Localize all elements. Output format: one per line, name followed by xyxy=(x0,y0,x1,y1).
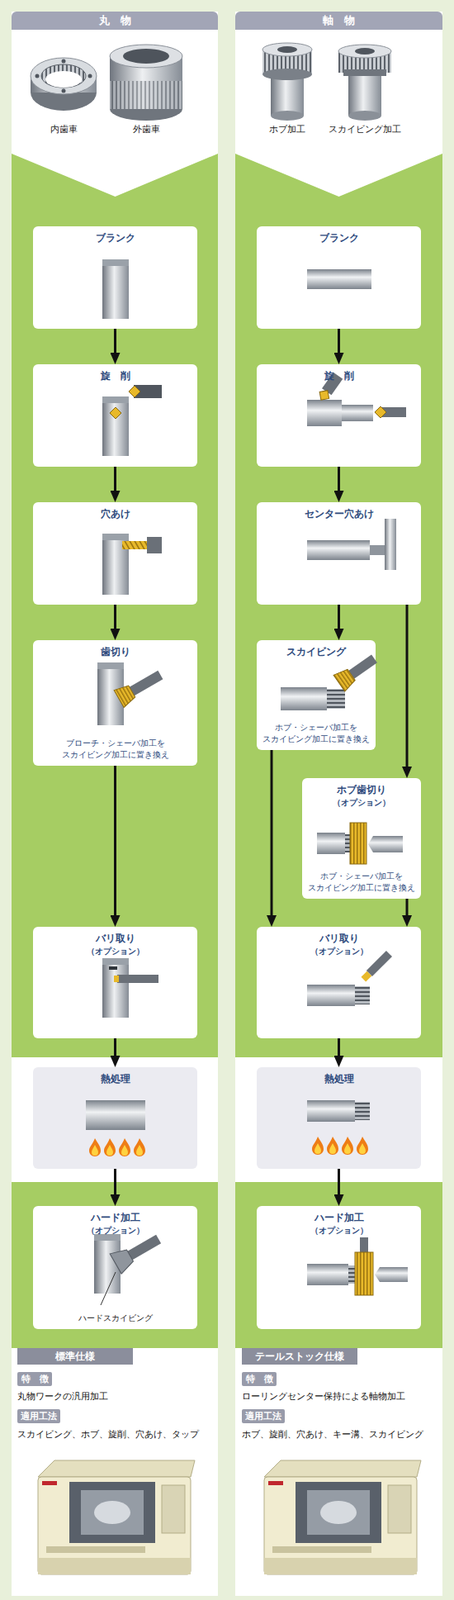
column-header: 丸 物 xyxy=(11,11,218,30)
node-title: 穴あけ xyxy=(100,507,131,521)
flow-arrow xyxy=(337,604,341,632)
blank-ring-picture xyxy=(102,259,129,319)
spec-tab: 標準仕様 xyxy=(17,1347,133,1364)
column-header: 軸 物 xyxy=(235,11,443,30)
skived-shaft-picture xyxy=(338,44,392,121)
feature-text: 丸物ワークの汎用加工 xyxy=(17,1390,109,1401)
drilling-picture xyxy=(102,533,162,595)
flow-arrow xyxy=(406,604,409,770)
flow-arrow xyxy=(337,328,341,356)
node-title: 適用工法 xyxy=(20,1409,57,1422)
node-title: 旋 削 xyxy=(100,369,131,384)
node-title: 特 徴 xyxy=(21,1371,49,1385)
turning-picture xyxy=(102,384,162,456)
flow-arrow xyxy=(406,898,409,918)
node-text: （オプション） xyxy=(86,945,145,956)
node-text: （オプション） xyxy=(310,945,369,956)
node-title: 歯切り xyxy=(100,645,131,659)
turning-picture xyxy=(307,372,407,426)
green-band xyxy=(11,1181,218,1348)
deburring-picture xyxy=(307,950,393,1006)
node-title: 適用工法 xyxy=(245,1409,282,1422)
node-title: 熱処理 xyxy=(100,1072,131,1086)
spec-tag: 適用工法 xyxy=(241,1408,285,1423)
part-label: 内歯車 xyxy=(50,123,78,135)
skiving-picture xyxy=(280,650,380,710)
center-drilling-picture xyxy=(307,518,397,570)
gear-cutting-picture xyxy=(97,662,166,725)
part-label: 外歯車 xyxy=(132,123,161,135)
node-title: テールストック仕様 xyxy=(255,1348,345,1363)
heat-treat-picture xyxy=(85,1099,146,1156)
column-panel xyxy=(235,11,443,1595)
node-title: 丸 物 xyxy=(99,13,132,29)
spec-tag: 特 徴 xyxy=(17,1371,53,1386)
hard-skiving-picture xyxy=(94,1228,165,1305)
hobbing-picture xyxy=(316,822,403,864)
flow-arrow xyxy=(270,749,274,918)
internal-gear-picture xyxy=(30,57,97,111)
flow-arrow xyxy=(337,1168,341,1197)
method-text: ホブ、旋削、穴あけ、キー溝、スカイビング xyxy=(241,1428,424,1439)
node-title: ハード加工 xyxy=(314,1210,365,1225)
flow-arrow xyxy=(113,604,117,632)
part-label: スカイビング加工 xyxy=(328,123,402,135)
flow-arrow xyxy=(337,1037,341,1059)
node-text: ホブ・シェーバ加工を スカイビング加工に置き換え xyxy=(305,870,418,893)
node-title: スカイビング xyxy=(286,645,346,659)
green-band xyxy=(235,1181,443,1348)
flow-arrow xyxy=(113,328,117,356)
spec-tab: テールストック仕様 xyxy=(241,1347,358,1364)
green-band xyxy=(11,153,218,1057)
node-title: ホブ歯切り xyxy=(336,783,387,797)
spec-tag: 特 徴 xyxy=(241,1371,277,1386)
node-title: バリ取り xyxy=(95,931,136,946)
node-title: ハード加工 xyxy=(90,1210,141,1225)
node-title: 特 徴 xyxy=(245,1371,274,1385)
node-text: （オプション） xyxy=(332,796,391,808)
flow-arrow xyxy=(337,466,341,494)
green-band xyxy=(235,153,443,1057)
flow-arrow xyxy=(113,1037,117,1059)
node-text: ブローチ・シェーバ加工を スカイビング加工に置き換え xyxy=(36,737,194,760)
node-text: ハードスカイビング xyxy=(78,1311,153,1323)
node-title: 軸 物 xyxy=(322,13,355,29)
node-title: 熱処理 xyxy=(324,1072,355,1086)
hobbed-shaft-picture xyxy=(262,42,313,121)
deburring-picture xyxy=(102,957,159,1017)
node-text: ホブ・シェーバ加工を スカイビング加工に置き換え xyxy=(260,721,373,744)
spec-tag: 適用工法 xyxy=(17,1408,61,1423)
node-text: （オプション） xyxy=(310,1224,369,1235)
flow-arrow xyxy=(113,765,117,918)
node-title: センター穴あけ xyxy=(304,507,374,521)
node-title: 旋 削 xyxy=(324,369,355,384)
node-title: ブランク xyxy=(95,231,136,246)
part-label: ホブ加工 xyxy=(269,123,306,135)
blank-shaft-picture xyxy=(307,269,372,289)
external-gear-picture xyxy=(109,44,183,121)
process-box: バリ取り（オプション） xyxy=(256,926,421,1038)
feature-text: ローリングセンター保持による軸物加工 xyxy=(241,1390,406,1401)
machine-picture xyxy=(37,1459,195,1574)
flow-arrow xyxy=(113,466,117,494)
hard-hobbing-picture xyxy=(307,1236,408,1295)
node-title: ブランク xyxy=(319,231,360,246)
machine-picture xyxy=(264,1459,421,1574)
heat-treat-picture xyxy=(307,1099,370,1154)
flow-arrow xyxy=(113,1168,117,1197)
node-text: （オプション） xyxy=(86,1224,145,1235)
method-text: スカイビング、ホブ、旋削、穴あけ、タップ xyxy=(17,1428,199,1439)
node-title: バリ取り xyxy=(319,931,360,946)
column-panel xyxy=(11,11,218,1595)
node-title: 標準仕様 xyxy=(55,1348,95,1363)
